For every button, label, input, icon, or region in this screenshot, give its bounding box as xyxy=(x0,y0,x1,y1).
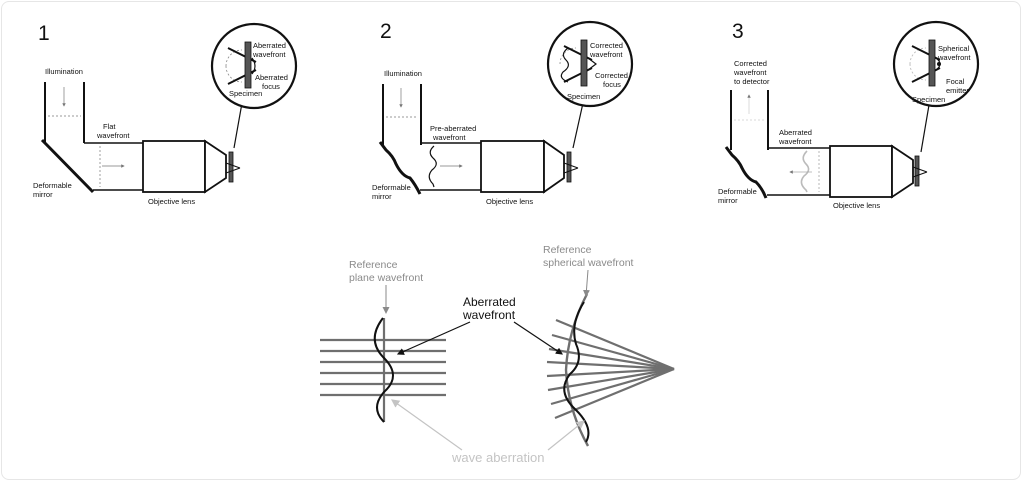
beam-path xyxy=(84,142,143,191)
inset-focus-line2: emitter xyxy=(946,86,969,95)
zoom-pointer xyxy=(233,102,243,149)
objective-lens-label: Objective lens xyxy=(486,197,533,206)
illumination-tube xyxy=(382,84,422,145)
detection-tube xyxy=(730,90,769,150)
mirror-label-line1: Deformable xyxy=(33,181,72,190)
beam-label-line1: Aberrated xyxy=(779,128,812,137)
panel-number: 2 xyxy=(380,20,392,43)
wave-aberration-arrow-left xyxy=(391,399,463,451)
beam-label-line1: Flat xyxy=(103,122,116,131)
panel-3: 3 Corrected wavefront to detector Aberra… xyxy=(718,20,980,210)
inset-magnified xyxy=(210,22,298,110)
inset-focus-line2: focus xyxy=(603,80,621,89)
beam-label-line2: wavefront xyxy=(96,131,130,140)
mirror-label-line2: mirror xyxy=(718,196,738,205)
illumination-label: Illumination xyxy=(384,69,422,78)
specimen-label: Specimen xyxy=(567,92,600,101)
ref-spherical-label-line2: spherical wavefront xyxy=(543,257,634,269)
aberrated-wavefront-plane xyxy=(373,317,394,423)
objective-lens-label: Objective lens xyxy=(148,197,195,206)
wavefront-comparison: Reference plane wavefront Reference sphe… xyxy=(320,244,675,465)
aberrated-arrow-left xyxy=(396,321,471,355)
inset-wavefront-line2: wavefront xyxy=(589,50,623,59)
wave-aberration-label: wave aberration xyxy=(451,450,545,465)
objective-lens xyxy=(829,144,914,199)
objective-lens-label: Objective lens xyxy=(833,201,880,210)
aberrated-label-line1: Aberrated xyxy=(463,295,516,309)
zoom-pointer xyxy=(572,102,584,149)
specimen-slide xyxy=(225,151,241,183)
wave-aberration-arrow-right xyxy=(547,420,585,451)
inset-focus-line2: focus xyxy=(262,82,280,91)
detector-label-line2: wavefront xyxy=(733,68,767,77)
inset-focus-line1: Aberrated xyxy=(255,73,288,82)
inset-magnified xyxy=(892,20,980,108)
inset-wavefront-line1: Corrected xyxy=(590,41,623,50)
detector-label-line3: to detector xyxy=(734,77,770,86)
specimen-slide xyxy=(912,155,928,187)
illumination-tube xyxy=(44,82,85,143)
mirror-label-line1: Deformable xyxy=(718,187,757,196)
ref-plane-label-line2: plane wavefront xyxy=(349,272,423,284)
converging-rays xyxy=(546,318,675,420)
inset-wavefront-line1: Spherical xyxy=(938,44,970,53)
inset-wavefront-line1: Aberrated xyxy=(253,41,286,50)
mirror-label-line1: Deformable xyxy=(372,183,411,192)
mirror-label-line2: mirror xyxy=(372,192,392,201)
beam-label-line2: wavefront xyxy=(432,133,466,142)
aberrated-arrow-right xyxy=(513,321,563,355)
inset-wavefront-line2: wavefront xyxy=(252,50,286,59)
aberrated-wavefront-spherical xyxy=(563,301,590,443)
beam-label-line1: Pre-aberrated xyxy=(430,124,476,133)
mirror-label-line2: mirror xyxy=(33,190,53,199)
objective-lens xyxy=(480,139,565,194)
ref-spherical-arrow xyxy=(582,269,590,297)
inset-focus-line1: Focal xyxy=(946,77,965,86)
detector-label-line1: Corrected xyxy=(734,59,767,68)
objective-lens xyxy=(142,139,227,194)
deformable-mirror xyxy=(724,146,768,199)
specimen-slide xyxy=(563,151,579,183)
illumination-label: Illumination xyxy=(45,67,83,76)
beam-path xyxy=(767,147,830,196)
deformable-mirror xyxy=(378,141,422,195)
beam-label-line2: wavefront xyxy=(778,137,812,146)
beam-path xyxy=(420,142,481,191)
inset-magnified xyxy=(546,20,634,108)
panel-1: 1 Illumination Flat wavefront Deformable… xyxy=(33,22,298,206)
zoom-pointer xyxy=(920,104,930,153)
aberrated-label-line2: wavefront xyxy=(462,308,516,322)
ref-plane-label-line1: Reference xyxy=(349,259,398,271)
ref-spherical-label-line1: Reference xyxy=(543,244,592,256)
deformable-mirror xyxy=(40,138,95,194)
specimen-label: Specimen xyxy=(912,95,945,104)
inset-wavefront-line2: wavefront xyxy=(937,53,971,62)
panel-number: 1 xyxy=(38,22,50,45)
inset-focus-line1: Corrected xyxy=(595,71,628,80)
specimen-label: Specimen xyxy=(229,89,262,98)
panel-2: 2 Illumination Pre-aberrated wavefront D… xyxy=(372,20,634,206)
panel-number: 3 xyxy=(732,20,744,43)
